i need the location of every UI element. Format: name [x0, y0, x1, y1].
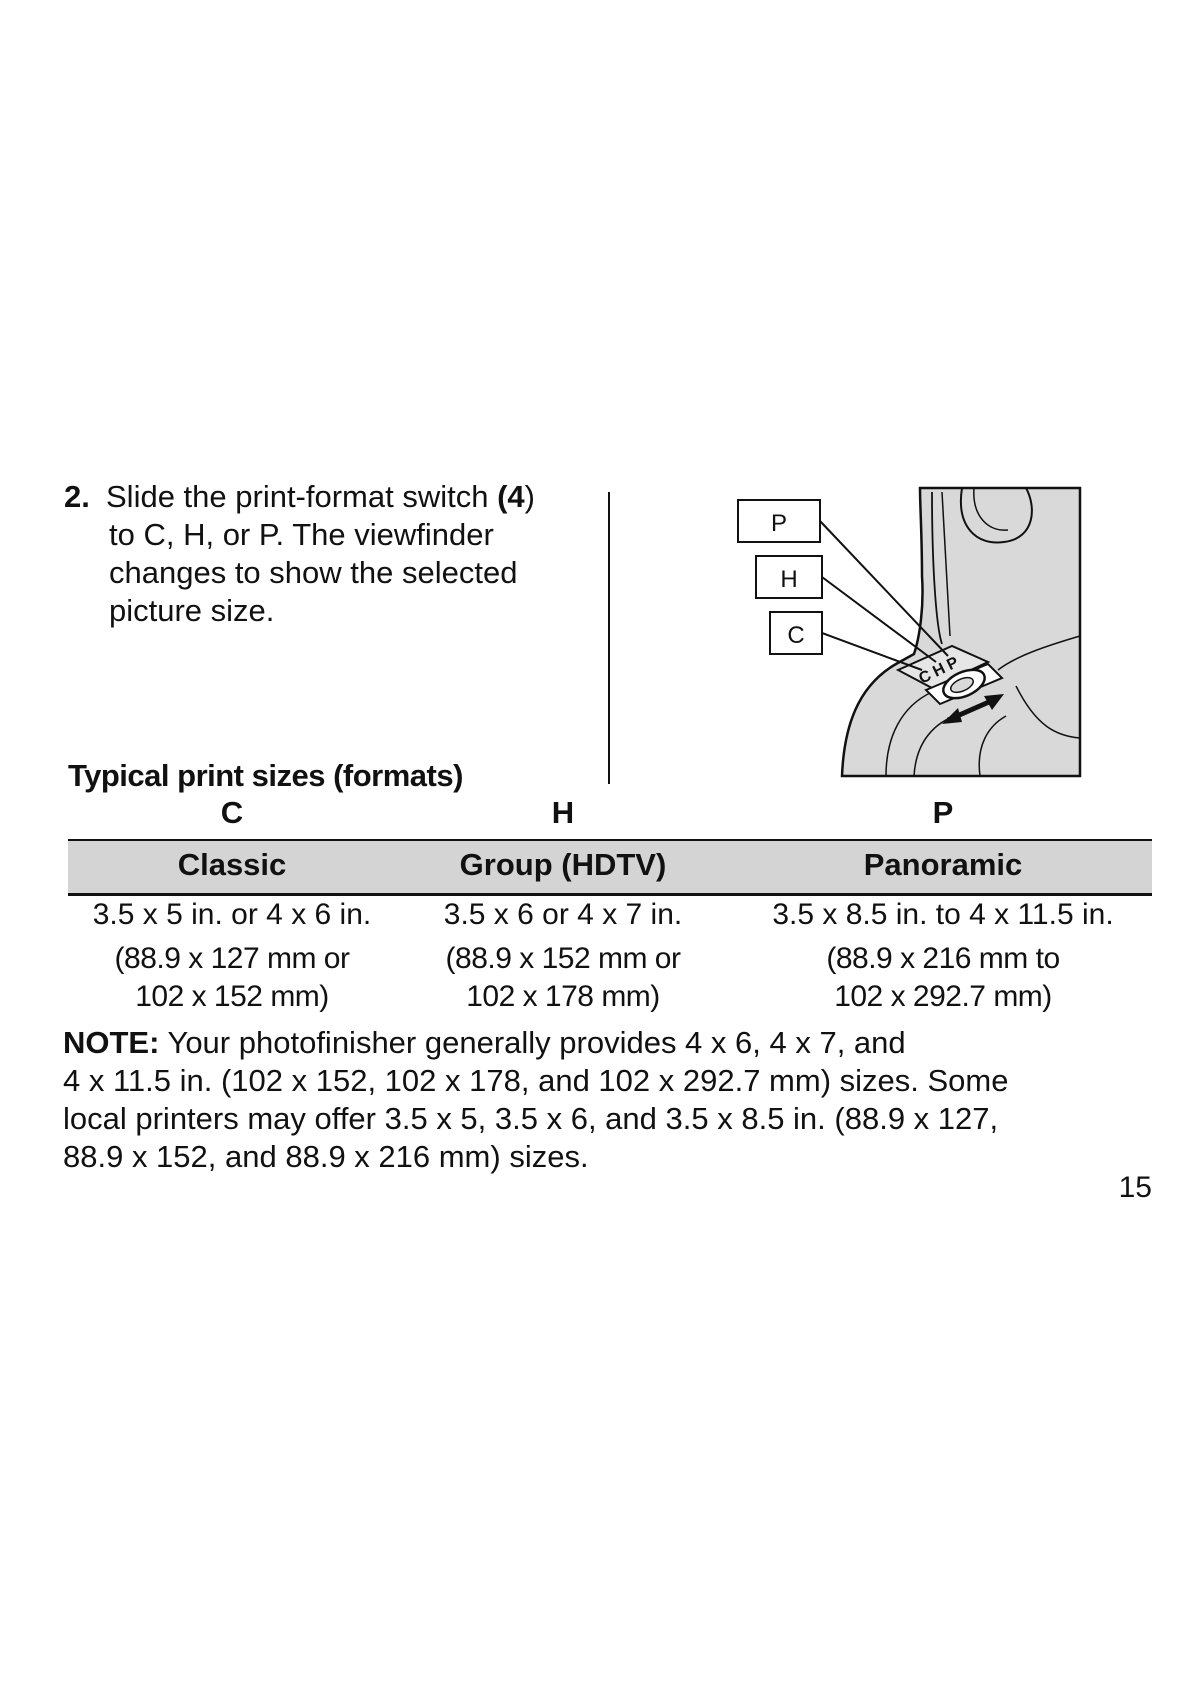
note-paragraph: NOTE: Your photofinisher generally provi… [63, 1024, 1163, 1176]
size-mm-group-line-2: 102 x 178 mm) [466, 980, 660, 1013]
format-name-classic: Classic [177, 847, 287, 882]
size-mm-panoramic: (88.9 x 216 mm to 102 x 292.7 mm) [740, 940, 1146, 1016]
callout-label-p: P [771, 510, 787, 537]
size-mm-panoramic-line-1: (88.9 x 216 mm to [826, 942, 1060, 975]
size-mm-classic-line-1: (88.9 x 127 mm or [114, 942, 350, 975]
step-callout-ref: 4 [507, 479, 525, 514]
leader-line-h [821, 576, 937, 663]
leader-line-p [819, 520, 949, 657]
note-line-3: local printers may offer 3.5 x 5, 3.5 x … [63, 1101, 999, 1136]
body-curve-5 [997, 635, 1081, 671]
format-letter-c: C [220, 795, 244, 830]
note-line-2: 4 x 11.5 in. (102 x 152, 102 x 178, and … [63, 1063, 1009, 1098]
step-line-2: to C, H, or P. The viewfinder [109, 517, 494, 552]
size-inches-group: 3.5 x 6 or 4 x 7 in. [443, 898, 683, 931]
note-line-1: NOTE: Your photofinisher generally provi… [63, 1025, 906, 1060]
size-mm-group-line-1: (88.9 x 152 mm or [445, 942, 681, 975]
callout-label-h: H [780, 566, 797, 593]
size-mm-panoramic-line-2: 102 x 292.7 mm) [834, 980, 1052, 1013]
body-curve-4 [1015, 685, 1081, 739]
format-name-panoramic: Panoramic [863, 847, 1023, 882]
callout-box-p [737, 499, 821, 543]
print-format-switch-illustration: P H C CHP [736, 486, 1082, 780]
camera-body-shape [840, 486, 1082, 778]
instruction-step: 2. Slide the print-format switch (4) to … [64, 478, 584, 630]
print-sizes-heading: Typical print sizes (formats) [68, 758, 463, 793]
note-line-4: 88.9 x 152, and 88.9 x 216 mm) sizes. [63, 1139, 589, 1174]
body-curve-8 [978, 715, 1007, 777]
body-curve-6 [885, 691, 933, 777]
column-divider [608, 492, 610, 784]
callout-label-c: C [787, 622, 804, 649]
switch-plate [895, 644, 991, 690]
leader-line-c [821, 632, 923, 671]
step-ref-close: ) [524, 479, 535, 514]
arrow-head-left [942, 708, 962, 724]
size-mm-classic-line-2: 102 x 152 mm) [135, 980, 329, 1013]
switch-knob-inner [950, 676, 974, 694]
step-number: 2. [64, 479, 90, 514]
note-label: NOTE: [63, 1025, 160, 1060]
body-curve-2 [941, 491, 951, 637]
format-letter-h: H [551, 795, 575, 830]
body-curve-1 [931, 491, 943, 645]
format-letter-p: P [932, 795, 954, 830]
page-number: 15 [1118, 1171, 1152, 1204]
eyecup-shape [959, 487, 1033, 544]
size-inches-classic: 3.5 x 5 in. or 4 x 6 in. [92, 898, 372, 931]
size-mm-group: (88.9 x 152 mm or 102 x 178 mm) [410, 940, 716, 1016]
callout-box-c [769, 611, 823, 655]
format-header-band [68, 839, 1152, 896]
step-line-4: picture size. [109, 593, 275, 628]
step-line-3: changes to show the selected [109, 555, 518, 590]
step-text: Slide the print-format switch (4) to C, … [106, 478, 584, 630]
format-name-group: Group (HDTV) [459, 847, 667, 882]
arrow-head-right [984, 694, 1004, 710]
step-line-1: Slide the print-format switch (4) [106, 479, 535, 514]
size-mm-classic: (88.9 x 127 mm or 102 x 152 mm) [68, 940, 396, 1016]
body-curve-3 [973, 487, 1009, 531]
size-inches-panoramic: 3.5 x 8.5 in. to 4 x 11.5 in. [772, 898, 1114, 931]
step-ref-open: ( [497, 479, 508, 514]
